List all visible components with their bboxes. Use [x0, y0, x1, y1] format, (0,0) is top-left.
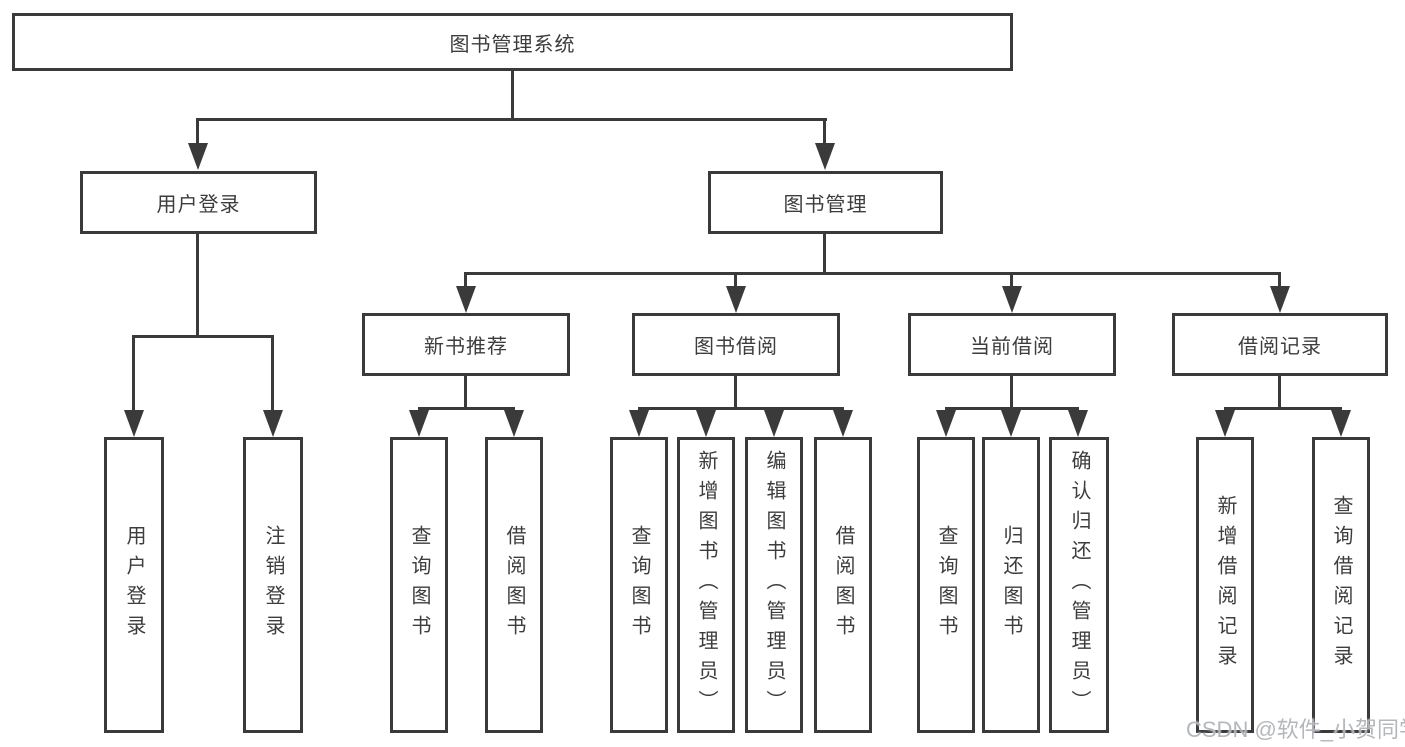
arrow-down-icon	[764, 410, 784, 437]
connector-line	[734, 272, 737, 288]
connector-line	[271, 335, 274, 412]
node-borrowing-records: 借阅记录	[1172, 313, 1388, 376]
node-query-books-borrow: 查询图书	[610, 437, 668, 733]
arrow-down-icon	[1002, 286, 1022, 313]
node-borrow-books-leaf: 借阅图书	[814, 437, 872, 733]
arrow-down-icon	[263, 410, 283, 437]
arrow-down-icon	[1331, 410, 1351, 437]
connector-line	[1010, 272, 1013, 288]
arrow-down-icon	[1270, 286, 1290, 313]
connector-line	[511, 70, 514, 118]
node-label: 用户登录	[123, 525, 145, 645]
arrow-down-icon	[1068, 410, 1088, 437]
node-confirm-return-admin: 确认归还（管理员）	[1049, 437, 1109, 733]
arrow-down-icon	[504, 410, 524, 437]
connector-line	[638, 407, 844, 410]
arrow-down-icon	[124, 410, 144, 437]
arrow-down-icon	[815, 143, 835, 170]
node-label: 查询借阅记录	[1330, 495, 1352, 675]
arrow-down-icon	[629, 410, 649, 437]
csdn-watermark: CSDN @软件_小贺同学	[1186, 717, 1405, 742]
node-add-borrow-record: 新增借阅记录	[1196, 437, 1254, 733]
node-label: 查询图书	[408, 525, 430, 645]
node-edit-book-admin: 编辑图书（管理员）	[745, 437, 803, 733]
node-current-borrowing: 当前借阅	[908, 313, 1116, 376]
node-query-books-current: 查询图书	[917, 437, 975, 733]
node-book-borrowing: 图书借阅	[632, 313, 840, 376]
node-label: 借阅图书	[832, 525, 854, 645]
arrow-down-icon	[726, 286, 746, 313]
node-label: 新增图书（管理员）	[695, 450, 717, 720]
arrow-down-icon	[1001, 410, 1021, 437]
connector-line	[1278, 376, 1281, 410]
node-query-books-recommend: 查询图书	[390, 437, 448, 733]
connector-line	[945, 407, 1079, 410]
node-label: 确认归还（管理员）	[1068, 450, 1090, 720]
connector-line	[1224, 407, 1342, 410]
node-label: 注销登录	[262, 525, 284, 645]
arrow-down-icon	[188, 143, 208, 170]
arrow-down-icon	[1215, 410, 1235, 437]
connector-line	[464, 272, 467, 288]
node-new-book-recommend: 新书推荐	[362, 313, 570, 376]
node-borrow-books-recommend: 借阅图书	[485, 437, 543, 733]
connector-line	[734, 376, 737, 410]
node-label: 查询图书	[935, 525, 957, 645]
node-label: 借阅图书	[503, 525, 525, 645]
node-label: 新增借阅记录	[1214, 495, 1236, 675]
node-logout-leaf: 注销登录	[243, 437, 303, 733]
connector-line	[197, 118, 827, 121]
node-label: 归还图书	[1000, 525, 1022, 645]
connector-line	[196, 234, 199, 338]
node-user-login-leaf: 用户登录	[104, 437, 164, 733]
connector-line	[466, 272, 1280, 275]
node-query-borrow-record: 查询借阅记录	[1312, 437, 1370, 733]
node-library-system: 图书管理系统	[12, 13, 1013, 71]
node-book-management: 图书管理	[708, 171, 943, 234]
connector-line	[1278, 272, 1281, 288]
connector-line	[196, 118, 199, 145]
node-label: 查询图书	[628, 525, 650, 645]
node-label: 编辑图书（管理员）	[763, 450, 785, 720]
connector-line	[1010, 376, 1013, 410]
arrow-down-icon	[409, 410, 429, 437]
connector-line	[132, 335, 135, 412]
connector-line	[464, 376, 467, 410]
arrow-down-icon	[833, 410, 853, 437]
arrow-down-icon	[936, 410, 956, 437]
connector-line	[133, 335, 274, 338]
connector-line	[418, 407, 515, 410]
node-add-book-admin: 新增图书（管理员）	[677, 437, 735, 733]
arrow-down-icon	[456, 286, 476, 313]
connector-line	[823, 118, 826, 145]
node-user-login: 用户登录	[80, 171, 317, 234]
arrow-down-icon	[696, 410, 716, 437]
node-return-book: 归还图书	[982, 437, 1040, 733]
connector-line	[823, 234, 826, 275]
